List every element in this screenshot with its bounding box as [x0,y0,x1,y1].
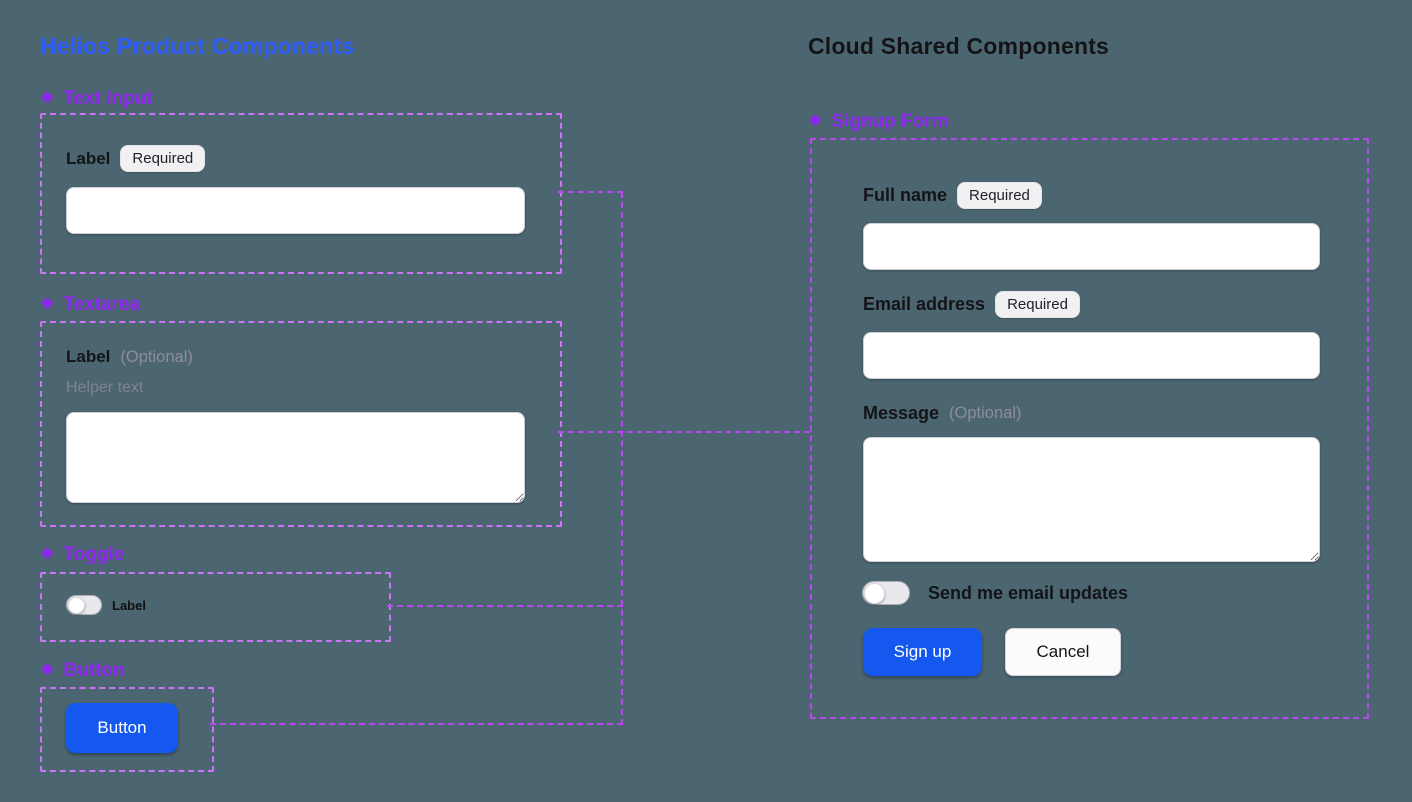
section-header-textarea: ❖ Textarea [40,294,140,316]
required-badge: Required [995,291,1080,318]
textarea-component-frame [40,321,562,527]
helper-text: Helper text [66,379,144,396]
email-label-row: Email address Required [863,289,1080,320]
signup-form-frame [810,138,1369,719]
email-updates-label: Send me email updates [928,583,1129,603]
textarea-label-row: Label (Optional) [66,344,193,370]
full-name-label-row: Full name Required [863,180,1042,211]
section-header-button: ❖ Button [40,660,125,682]
message-label-row: Message (Optional) [863,400,1022,427]
section-header-label: Textarea [63,294,141,315]
connector-text-input [558,191,623,193]
field-label: Message [863,403,940,423]
field-label: Label [66,347,111,366]
button-component-frame [40,687,214,772]
toggle-switch[interactable] [66,595,102,615]
field-label: Full name [863,185,948,205]
component-icon: ❖ [808,113,823,130]
full-name-input[interactable] [863,223,1320,270]
connector-bus [621,192,623,725]
optional-hint: (Optional) [949,404,1022,422]
sign-up-button[interactable]: Sign up [863,628,982,676]
connector-toggle [387,605,623,607]
left-column-title: Helios Product Components [40,33,355,59]
component-icon: ❖ [40,90,55,107]
section-header-label: Toggle [63,544,125,565]
email-updates-toggle[interactable] [862,581,910,605]
message-textarea[interactable] [863,437,1320,562]
section-header-label: Text Input [63,88,153,109]
section-header-toggle: ❖ Toggle [40,544,124,566]
field-label: Email address [863,294,986,314]
required-badge: Required [120,145,206,172]
toggle-knob [864,582,885,604]
section-header-signup-form: ❖ Signup Form [808,111,949,133]
section-header-label: Signup Form [831,111,949,132]
text-input-label-row: Label Required [66,143,206,174]
right-column-title: Cloud Shared Components [808,33,1110,59]
toggle-component-frame [40,572,391,642]
component-icon: ❖ [40,546,55,563]
connector-button [210,723,623,725]
cancel-button[interactable]: Cancel [1005,628,1121,676]
component-icon: ❖ [40,296,55,313]
text-input-component-frame [40,113,562,274]
optional-hint: (Optional) [120,347,193,366]
component-icon: ❖ [40,662,55,679]
section-header-text-input: ❖ Text Input [40,88,153,110]
toggle-knob [68,596,85,614]
sample-button[interactable]: Button [66,703,178,753]
textarea-field[interactable] [66,412,525,503]
toggle-label: Label [112,598,146,613]
connector-textarea-to-form [558,431,810,433]
required-badge: Required [957,182,1042,209]
text-input-field[interactable] [66,187,525,234]
email-input[interactable] [863,332,1320,379]
field-label: Label [66,148,111,168]
section-header-label: Button [63,660,125,681]
